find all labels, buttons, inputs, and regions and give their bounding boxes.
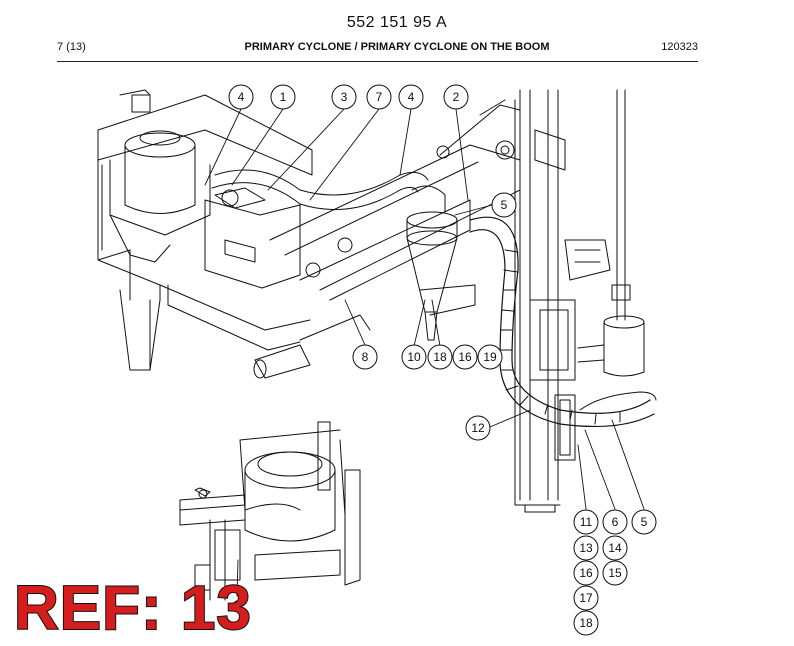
callout-16b: 16 — [573, 560, 599, 586]
svg-text:18: 18 — [579, 616, 593, 630]
svg-text:12: 12 — [471, 421, 485, 435]
callout-6: 6 — [602, 509, 628, 535]
svg-text:9: 9 — [234, 598, 241, 612]
svg-text:15: 15 — [608, 566, 622, 580]
svg-text:4: 4 — [238, 90, 245, 104]
svg-text:3: 3 — [341, 90, 348, 104]
ref-label: REF: 13 — [13, 574, 252, 643]
callout-13: 13 — [573, 535, 599, 561]
svg-text:19: 19 — [483, 350, 497, 364]
callout-15: 15 — [602, 560, 628, 586]
svg-text:1: 1 — [280, 90, 287, 104]
svg-text:16: 16 — [579, 566, 593, 580]
svg-text:14: 14 — [608, 541, 622, 555]
svg-text:17: 17 — [579, 591, 593, 605]
svg-text:2: 2 — [453, 90, 460, 104]
leader-lines — [204, 108, 645, 597]
callout-5: 5 — [491, 192, 517, 218]
callout-8: 8 — [352, 344, 378, 370]
machine-frame-drawing — [97, 89, 657, 513]
svg-text:16: 16 — [458, 350, 472, 364]
callout-14: 14 — [602, 535, 628, 561]
svg-text:5: 5 — [641, 515, 648, 529]
callout-4: 4 — [228, 84, 254, 110]
callout-10: 10 — [401, 344, 427, 370]
svg-text:7: 7 — [376, 90, 383, 104]
svg-text:10: 10 — [407, 350, 421, 364]
svg-text:5: 5 — [501, 198, 508, 212]
callout-18b: 18 — [573, 610, 599, 636]
callout-1: 1 — [270, 84, 296, 110]
svg-text:13: 13 — [579, 541, 593, 555]
page-indicator: 7 (13) — [57, 41, 86, 53]
callout-11: 11 — [573, 509, 599, 535]
svg-text:6: 6 — [612, 515, 619, 529]
date-code: 120323 — [661, 41, 698, 53]
callout-12: 12 — [465, 415, 491, 441]
callout-16: 16 — [452, 344, 478, 370]
callout-7: 7 — [366, 84, 392, 110]
callout-2: 2 — [443, 84, 469, 110]
header-divider — [57, 61, 698, 62]
callout-17: 17 — [573, 585, 599, 611]
callout-9: 9 — [234, 598, 241, 612]
svg-text:8: 8 — [362, 350, 369, 364]
callout-5b: 5 — [631, 509, 657, 535]
callout-4b: 4 — [398, 84, 424, 110]
document-number: 552 151 95 A — [346, 14, 448, 31]
callout-19: 19 — [477, 344, 503, 370]
svg-text:11: 11 — [580, 515, 593, 529]
svg-text:4: 4 — [408, 90, 415, 104]
svg-text:18: 18 — [433, 350, 447, 364]
inset-drawing — [179, 421, 361, 601]
callout-18: 18 — [427, 344, 453, 370]
page-title: PRIMARY CYCLONE / PRIMARY CYCLONE ON THE… — [244, 41, 550, 53]
callout-3: 3 — [331, 84, 357, 110]
